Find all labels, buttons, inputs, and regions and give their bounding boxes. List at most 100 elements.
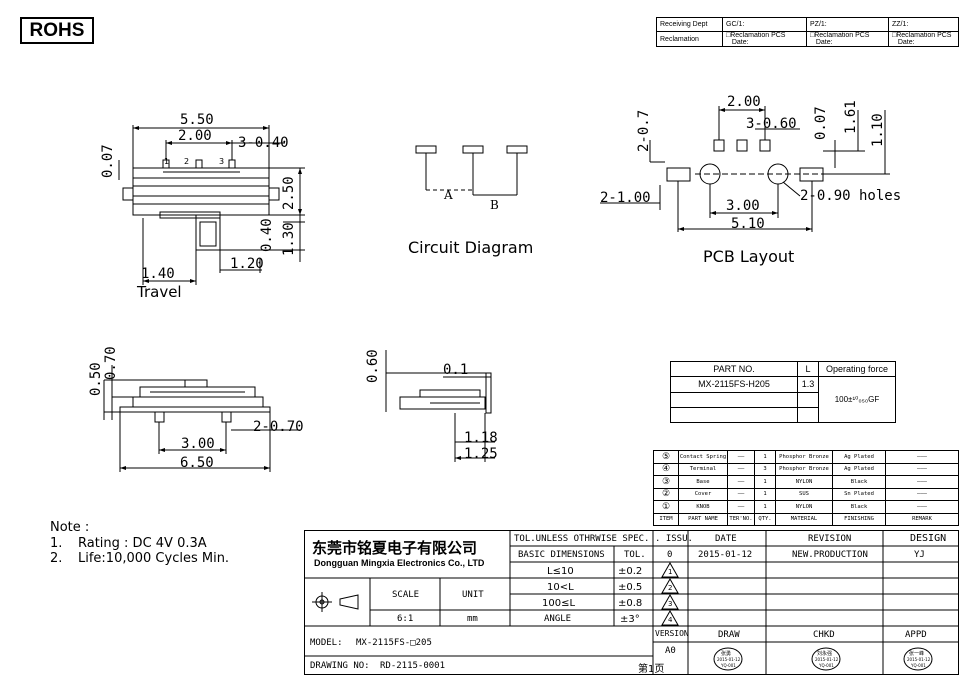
rev-triangle-1-label: 1 [668, 568, 673, 576]
reclamation-cell-zz: □Reclamation PCS Date: [888, 31, 959, 47]
side-dim-6-50: 6.50 [180, 455, 214, 471]
bom-cell-qty: 1 [754, 475, 776, 489]
rev-triangle-3-label: 3 [668, 600, 673, 608]
stamp-appd-name: 张一峰 [909, 651, 925, 657]
version-value: A0 [665, 646, 676, 656]
bom-cell-mat: NYLON [775, 475, 833, 489]
tol-row-4-label: ANGLE [544, 614, 572, 624]
reclamation-pcs-text: □Reclamation PCS [726, 32, 786, 39]
part-no-header: PART NO. [670, 360, 798, 378]
bom-cell-mat: Phosphor Bronze [775, 462, 833, 476]
bom-cell-rem: ——— [885, 462, 959, 476]
bom-cell-name: Terminal [678, 462, 728, 476]
revision-header: REVISION [808, 534, 852, 544]
end-dim-1-18: 1.18 [464, 430, 498, 446]
pcb-dim-2-1-00: 2-1.00 [600, 190, 651, 206]
bom-cell-ter: —— [727, 487, 755, 501]
bom-cell-fin: Sn Plated [832, 487, 886, 501]
pcb-dim-0-07: 0.07 [813, 106, 829, 140]
bom-cell-ter: —— [727, 462, 755, 476]
bom-header-ter: TER'NO. [727, 512, 755, 526]
l-value: 1.3 [797, 376, 819, 393]
tol-row-3-value: ±0.8 [618, 598, 643, 609]
revision-value: NEW.PRODUCTION [792, 550, 868, 560]
issu-header: . ISSU. [655, 534, 693, 544]
pcb-dim-2-00: 2.00 [727, 94, 761, 110]
version-label: VERSION [655, 629, 689, 638]
bom-header-rem: REMARK [885, 512, 959, 526]
bom-cell-name: Base [678, 475, 728, 489]
pcb-layout [600, 106, 890, 232]
receiving-table: Receiving Dept GC/1: PZ/1: ZZ/1: Reclama… [656, 17, 959, 47]
model-value: MX-2115FS-□205 [356, 638, 432, 648]
end-dim-0-1: 0.1 [443, 362, 469, 378]
note-title: Note : [50, 520, 90, 535]
tol-row-2-value: ±0.5 [618, 582, 643, 593]
rev-triangle-2-label: 2 [668, 584, 673, 592]
title-block-lines [304, 530, 959, 675]
pin-2-label: 2 [184, 157, 190, 166]
note-2: Life:10,000 Cycles Min. [78, 551, 230, 566]
company-name-cn: 东莞市铭夏电子有限公司 [312, 539, 478, 557]
approval-stamps [713, 647, 933, 671]
bom-cell-fin: Ag Plated [832, 450, 886, 464]
bom-cell-name: Contact Spring [678, 450, 728, 464]
side-view [103, 365, 300, 472]
appd-label: APPD [905, 630, 927, 640]
dim-3-0-40: 3-0.40 [238, 135, 289, 151]
date-value: 2015-01-12 [698, 550, 753, 560]
bom-cell-item: ③ [653, 475, 679, 489]
bom-cell-fin: Black [832, 500, 886, 514]
pcb-layout-caption: PCB Layout [703, 247, 795, 266]
unit-value: mm [467, 614, 478, 624]
bom-cell-fin: Black [832, 475, 886, 489]
bom-cell-qty: 1 [754, 450, 776, 464]
note-1: Rating : DC 4V 0.3A [78, 536, 207, 551]
part-no-value: MX-2115FS-H205 [670, 376, 798, 393]
pcb-dim-3-0-60: 3-0.60 [746, 116, 797, 132]
empty-cell [670, 406, 798, 424]
empty-cell [797, 391, 819, 408]
stamp-chkd-id: YQ-001 [819, 663, 834, 668]
reclamation-pcs-text: □Reclamation PCS [892, 32, 952, 39]
stamp-appd-date: 2015-01-12 [907, 657, 931, 662]
tol-label: TOL. [624, 550, 646, 560]
note-2-number: 2. [50, 551, 63, 566]
bom-cell-mat: Phosphor Bronze [775, 450, 833, 464]
bom-cell-qty: 1 [754, 487, 776, 501]
pcb-dim-5-10: 5.10 [731, 216, 765, 232]
bom-cell-mat: NYLON [775, 500, 833, 514]
design-value: YJ [914, 550, 925, 560]
note-1-number: 1. [50, 536, 63, 551]
issu-value: 0 [667, 550, 673, 560]
bom-cell-name: Cover [678, 487, 728, 501]
pcb-dim-3-00: 3.00 [726, 198, 760, 214]
bom-cell-ter: —— [727, 450, 755, 464]
design-header: DESIGN [910, 533, 947, 544]
end-dim-1-25: 1.25 [464, 446, 498, 462]
bom-cell-ter: —— [727, 500, 755, 514]
bom-cell-qty: 3 [754, 462, 776, 476]
tol-row-3-label: 100≤L [542, 598, 576, 609]
bom-cell-item: ⑤ [653, 450, 679, 464]
bom-cell-rem: ——— [885, 475, 959, 489]
circuit-b-label: B [490, 198, 499, 212]
dim-2-50: 2.50 [281, 176, 297, 210]
bom-cell-rem: ——— [885, 487, 959, 501]
bom-header-item: ITEM [653, 512, 679, 526]
pcb-dim-2-0-7: 2-0.7 [636, 109, 652, 152]
bom-cell-name: KNOB [678, 500, 728, 514]
page-number: 第1页 [638, 664, 665, 675]
stamp-draw-id: YQ-001 [721, 663, 736, 668]
dimension-arrows [120, 108, 812, 470]
tol-row-4-value: ±3° [620, 614, 640, 625]
company-name-en: Dongguan Mingxia Electronics Co., LTD [314, 558, 485, 568]
bom-cell-item: ④ [653, 462, 679, 476]
end-view [385, 350, 495, 462]
bom-cell-fin: Ag Plated [832, 462, 886, 476]
side-dim-0-70: 0.70 [103, 346, 119, 380]
stamp-appd-id: YQ-001 [911, 663, 926, 668]
